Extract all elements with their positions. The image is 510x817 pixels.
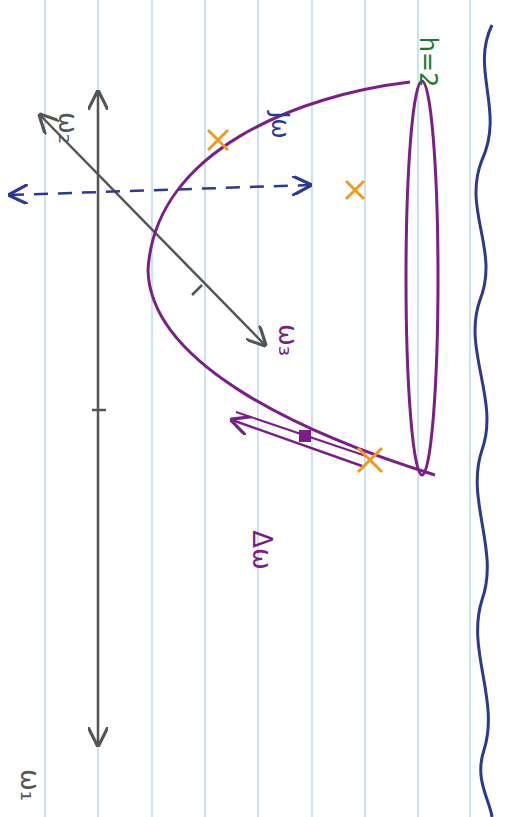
axis-label: Jω (268, 111, 292, 138)
axis-label: ω₂ (55, 112, 81, 144)
axis-label: Δω (249, 530, 275, 570)
tick (92, 409, 106, 412)
axis-label: ω₁ (17, 769, 43, 801)
axis-label: h=2 (416, 37, 440, 88)
gradient-arrow (236, 412, 366, 456)
cross-marks (208, 130, 382, 472)
gradient-arrow (232, 420, 362, 466)
cap-ellipse (406, 81, 438, 475)
axis (40, 115, 265, 345)
tick (192, 285, 202, 295)
axis-label: ω₃ (275, 324, 301, 356)
point (299, 430, 311, 442)
notebook-lines (45, 0, 470, 817)
axis (97, 92, 100, 745)
surface-outline (148, 82, 435, 475)
wavy-edge (475, 25, 492, 817)
axis-dashed (10, 185, 310, 195)
